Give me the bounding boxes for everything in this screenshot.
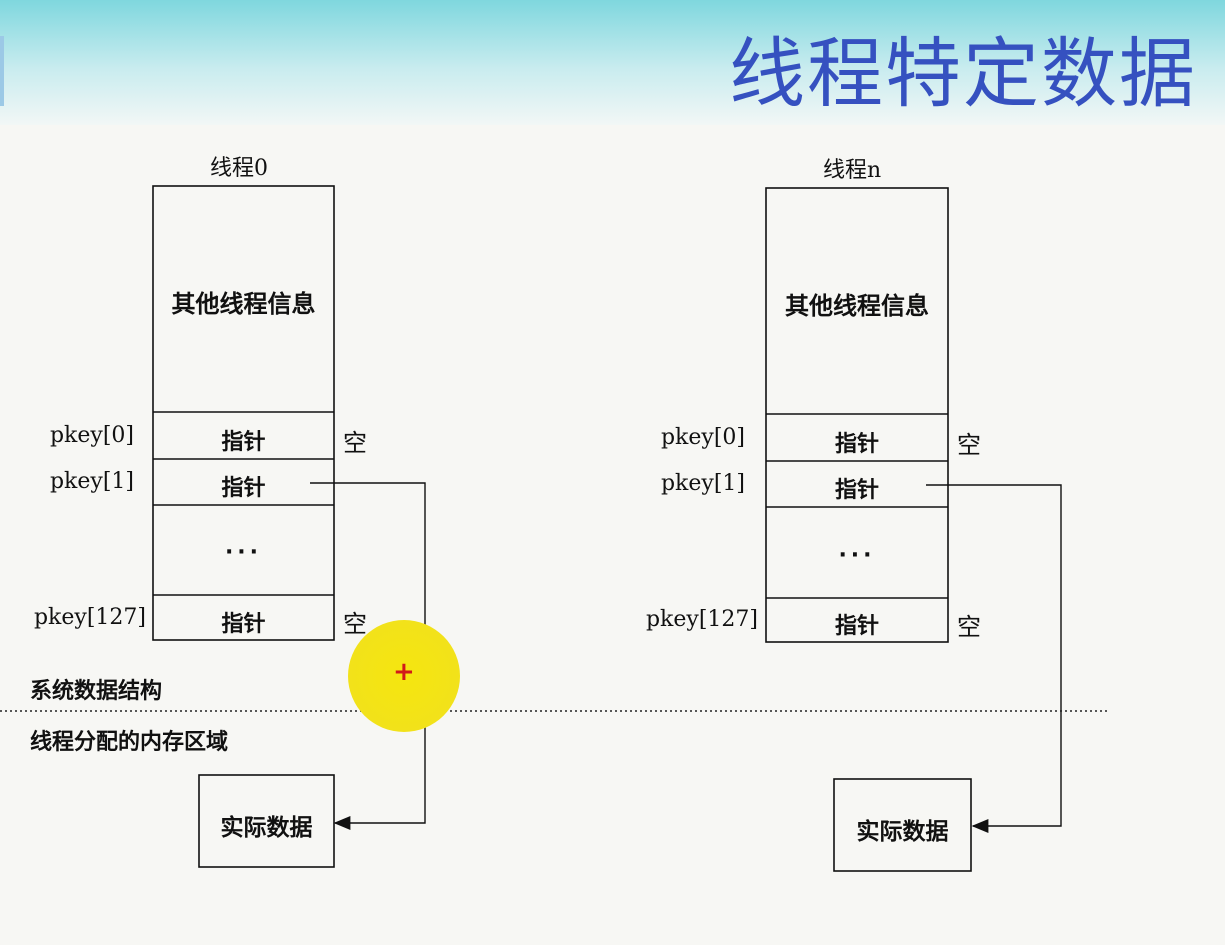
thread-n-slot-127-null: 空 (957, 613, 981, 641)
thread-n-ellipsis: ··· (838, 543, 876, 568)
thread-n-structure (765, 187, 949, 643)
thread-0-data-box (198, 774, 335, 868)
title-band (0, 0, 1225, 125)
slide-edge-marker (0, 36, 4, 106)
thread-n-title: 线程n (823, 158, 882, 183)
thread-0-slot-127: 指针 (221, 612, 266, 637)
thread-0-slot-1: 指针 (221, 476, 266, 501)
thread-n-pointer-line (926, 484, 1062, 833)
thread-0-slot-0: 指针 (221, 430, 266, 455)
thread-0-info-label: 其他线程信息 (171, 290, 316, 318)
thread-0-key-1: pkey[1] (49, 469, 134, 494)
thread-n-data-box (833, 778, 972, 872)
thread-0-key-127: pkey[127] (33, 605, 146, 630)
region-lower-label: 线程分配的内存区域 (30, 730, 229, 755)
thread-n-actual-data: 实际数据 (856, 819, 949, 845)
thread-0-title: 线程0 (210, 156, 268, 181)
slide-title: 线程特定数据 (729, 29, 1197, 118)
region-upper-label: 系统数据结构 (30, 679, 163, 704)
thread-n-slot-127: 指针 (834, 614, 879, 639)
thread-n-key-0: pkey[0] (660, 425, 745, 450)
thread-0-ellipsis: ··· (224, 540, 263, 565)
thread-n-slot-0: 指针 (834, 432, 879, 457)
thread-n-key-127: pkey[127] (645, 607, 758, 632)
thread-n-info-label: 其他线程信息 (785, 292, 929, 320)
thread-0-slot-0-null: 空 (343, 429, 367, 457)
thread-0-slot-127-null: 空 (343, 610, 367, 638)
cursor-highlight (348, 620, 460, 732)
thread-0-key-0: pkey[0] (49, 423, 134, 448)
thread-0-structure (152, 185, 335, 641)
cursor-cross-icon: + (393, 657, 415, 687)
thread-n-slot-1: 指针 (834, 478, 879, 503)
thread-0-actual-data: 实际数据 (220, 815, 313, 841)
thread-n-slot-0-null: 空 (957, 431, 981, 459)
thread-n-key-1: pkey[1] (660, 471, 745, 496)
